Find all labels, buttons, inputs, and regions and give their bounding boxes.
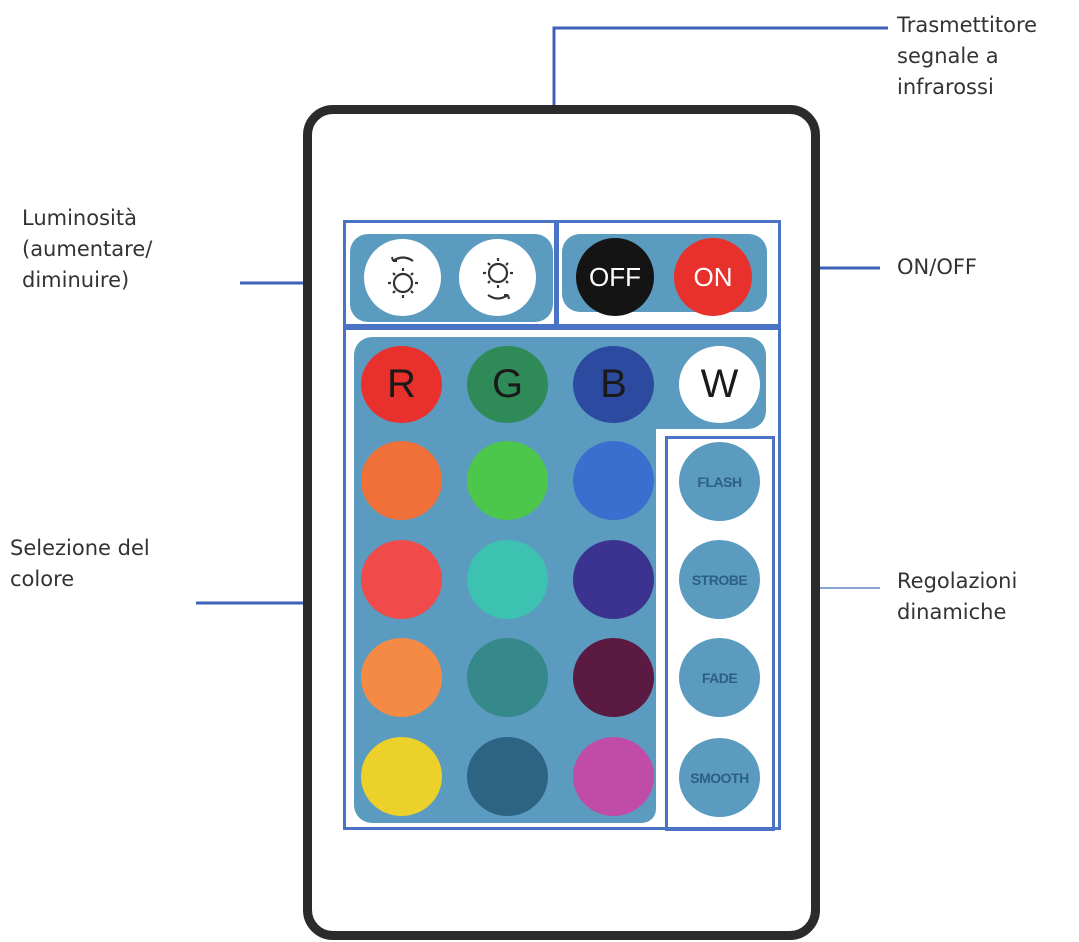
green-button[interactable]: G xyxy=(467,346,548,423)
white-button-label: W xyxy=(700,362,739,406)
off-button[interactable]: OFF xyxy=(576,238,654,316)
color-button-7[interactable] xyxy=(361,638,442,717)
green-button-label: G xyxy=(491,362,524,406)
color-button-5[interactable] xyxy=(467,540,548,619)
brightness-up-icon xyxy=(387,255,418,298)
color-highlight xyxy=(343,327,781,830)
strobe-button-label: STROBE xyxy=(691,571,748,588)
dynamic-callout: Regolazioni dinamiche xyxy=(897,569,1018,624)
brightness-highlight xyxy=(343,220,557,327)
power-callout: ON/OFF xyxy=(897,255,978,279)
color-button-2[interactable] xyxy=(467,441,548,520)
flash-button[interactable]: FLASH xyxy=(679,442,760,521)
infrared-callout: Trasmettitore segnale a infrarossi xyxy=(897,13,1038,99)
color-button-12[interactable] xyxy=(573,737,654,816)
red-button[interactable]: R xyxy=(361,346,442,423)
on-button[interactable]: ON xyxy=(674,238,752,316)
brightness-up-button[interactable] xyxy=(364,239,441,316)
red-button-label: R xyxy=(387,362,416,406)
color-button-8[interactable] xyxy=(467,638,548,717)
fade-button[interactable]: FADE xyxy=(679,638,760,717)
brightness-down-icon xyxy=(482,257,513,300)
white-button[interactable]: W xyxy=(679,346,760,423)
infrared-leader-line xyxy=(552,26,888,105)
smooth-button[interactable]: SMOOTH xyxy=(679,738,760,817)
color-button-6[interactable] xyxy=(573,540,654,619)
brightness-callout: Luminosità (aumentare/ diminuire) xyxy=(22,206,153,292)
color-button-10[interactable] xyxy=(361,737,442,816)
color-button-1[interactable] xyxy=(361,441,442,520)
color-button-9[interactable] xyxy=(573,638,654,717)
color-button-4[interactable] xyxy=(361,540,442,619)
off-button-label: OFF xyxy=(589,261,641,292)
blue-button-label: B xyxy=(600,362,627,406)
flash-button-label: FLASH xyxy=(697,473,742,490)
dynamic-highlight xyxy=(665,436,775,831)
color-button-11[interactable] xyxy=(467,737,548,816)
color-callout: Selezione del colore xyxy=(10,536,150,591)
brightness-down-button[interactable] xyxy=(459,239,536,316)
fade-button-label: FADE xyxy=(701,669,738,686)
color-button-3[interactable] xyxy=(573,441,654,520)
blue-button[interactable]: B xyxy=(573,346,654,423)
on-button-label: ON xyxy=(693,261,733,292)
power-highlight xyxy=(556,220,781,327)
strobe-button[interactable]: STROBE xyxy=(679,540,760,619)
smooth-button-label: SMOOTH xyxy=(690,769,749,786)
